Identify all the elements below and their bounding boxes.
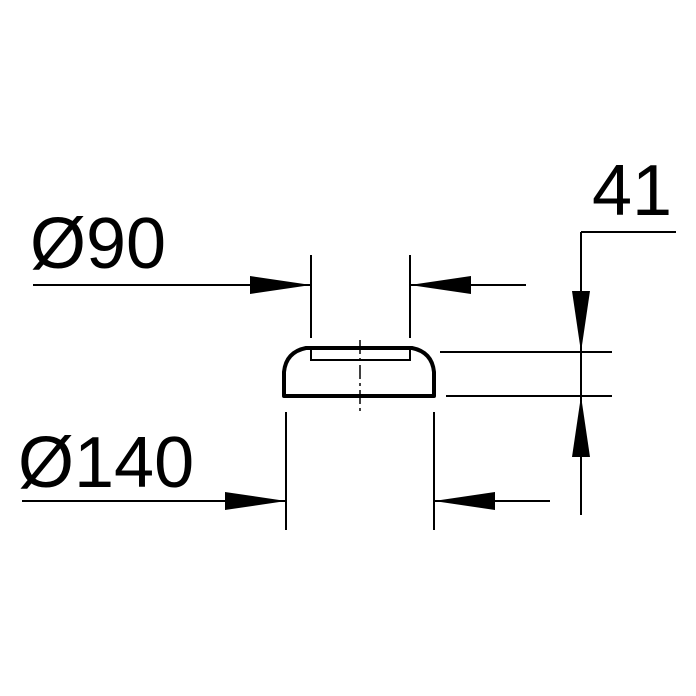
o140-label: Ø140 bbox=[18, 423, 194, 503]
rosette-profile bbox=[282, 346, 436, 398]
height-label: 41 bbox=[592, 151, 672, 231]
o90-arrow-left bbox=[250, 276, 311, 294]
o140-arrow-left bbox=[225, 492, 286, 510]
o140-arrow-right bbox=[434, 492, 495, 510]
height-arrow-bottom bbox=[572, 396, 590, 457]
o90-arrow-right bbox=[410, 276, 471, 294]
o90-label: Ø90 bbox=[30, 204, 166, 284]
height-arrow-top bbox=[572, 291, 590, 352]
